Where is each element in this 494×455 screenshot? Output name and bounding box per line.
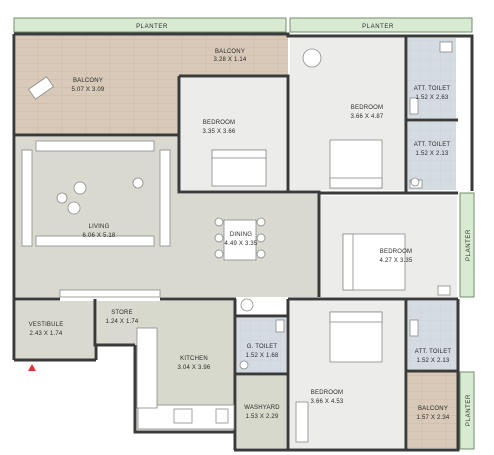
room-att-toilet-1: ATT. TOILET 1.52 X 2.63 xyxy=(414,86,451,101)
room-size: 1.57 X 2.34 xyxy=(417,415,450,421)
room-size: 1.52 X 2.13 xyxy=(416,151,449,157)
room-name: VESTIBULE xyxy=(29,322,64,328)
planter-top-left: PLANTER xyxy=(13,17,287,33)
room-size: 3.35 X 3.66 xyxy=(203,129,236,135)
room-name: BEDROOM xyxy=(311,390,343,396)
room-balcony-right: BALCONY 1.57 X 2.34 xyxy=(417,406,450,421)
furniture xyxy=(21,41,453,443)
room-bedroom-2: BEDROOM 3.66 X 4.87 xyxy=(351,105,384,120)
room-washyard: WASHYARD 1.53 X 2.29 xyxy=(244,405,280,420)
room-size: 1.52 X 1.68 xyxy=(246,353,279,359)
room-name: BEDROOM xyxy=(203,120,235,126)
room-size: 1.53 X 2.29 xyxy=(246,414,279,420)
room-kitchen: KITCHEN 3.04 X 3.96 xyxy=(178,356,211,371)
room-size: 2.43 X 1.74 xyxy=(30,331,63,337)
balcony-floor xyxy=(16,34,288,134)
room-name: BEDROOM xyxy=(380,249,412,255)
room-size: 4.49 X 3.35 xyxy=(225,241,258,247)
room-name: ATT. TOILET xyxy=(414,142,451,148)
room-name: ATT. TOILET xyxy=(414,86,451,92)
room-bedroom-4: BEDROOM 3.66 X 4.53 xyxy=(311,390,344,405)
room-name: BEDROOM xyxy=(351,105,383,111)
walls xyxy=(12,32,474,452)
room-name: DINING xyxy=(230,232,252,238)
room-att-toilet-3: ATT. TOILET 1.52 X 2.13 xyxy=(415,349,452,364)
room-name: G. TOILET xyxy=(247,344,278,350)
room-name: KITCHEN xyxy=(180,356,208,362)
room-g-toilet: G. TOILET 1.52 X 1.68 xyxy=(246,344,279,359)
planter-right-lower-label: PLANTER xyxy=(466,394,472,426)
room-name: BALCONY xyxy=(215,49,245,55)
room-balcony-top: BALCONY 3.28 X 1.14 xyxy=(214,49,247,63)
room-name: ATT. TOILET xyxy=(415,349,452,355)
planter-top-right-label: PLANTER xyxy=(362,24,394,30)
planter-top-left-label: PLANTER xyxy=(136,24,168,30)
room-name: STORE xyxy=(111,310,133,316)
room-balcony-left: BALCONY 5.07 X 3.09 xyxy=(72,78,105,93)
room-living: LIVING 6.06 X 5.18 xyxy=(83,224,116,239)
vestibule-floor xyxy=(16,301,94,360)
room-size: 4.27 X 3.35 xyxy=(380,258,413,264)
room-size: 1.52 X 2.13 xyxy=(417,358,450,364)
room-size: 5.07 X 3.09 xyxy=(72,87,105,93)
room-size: 1.52 X 2.63 xyxy=(416,95,449,101)
room-bedroom-3: BEDROOM 4.27 X 3.35 xyxy=(380,249,413,264)
room-size: 3.66 X 4.87 xyxy=(351,114,384,120)
room-size: 3.66 X 4.53 xyxy=(311,399,344,405)
room-dining: DINING 4.49 X 3.35 xyxy=(225,232,258,247)
washyard-floor xyxy=(237,376,286,448)
room-size: 3.28 X 1.14 xyxy=(214,57,247,63)
room-bedroom-1: BEDROOM 3.35 X 3.66 xyxy=(203,120,236,135)
room-name: BALCONY xyxy=(73,78,103,84)
balcony-right-floor xyxy=(408,372,457,448)
room-name: LIVING xyxy=(89,224,110,230)
kitchen-floor xyxy=(137,301,234,430)
planter-right-upper: PLANTER xyxy=(459,192,475,298)
room-size: 6.06 X 5.18 xyxy=(83,233,116,239)
planter-right-upper-label: PLANTER xyxy=(466,229,472,261)
entry-arrow-icon xyxy=(28,364,36,371)
room-size: 3.04 X 3.96 xyxy=(178,365,211,371)
room-size: 1.24 X 1.74 xyxy=(106,319,139,325)
planter-top-right: PLANTER xyxy=(289,17,473,33)
planter-right-lower: PLANTER xyxy=(459,371,475,450)
store-floor xyxy=(97,301,137,345)
room-name: WASHYARD xyxy=(244,405,280,411)
room-store: STORE 1.24 X 1.74 xyxy=(106,310,139,325)
room-name: BALCONY xyxy=(418,406,448,412)
room-att-toilet-2: ATT. TOILET 1.52 X 2.13 xyxy=(414,142,451,157)
room-vestibule: VESTIBULE 2.43 X 1.74 xyxy=(29,322,64,337)
